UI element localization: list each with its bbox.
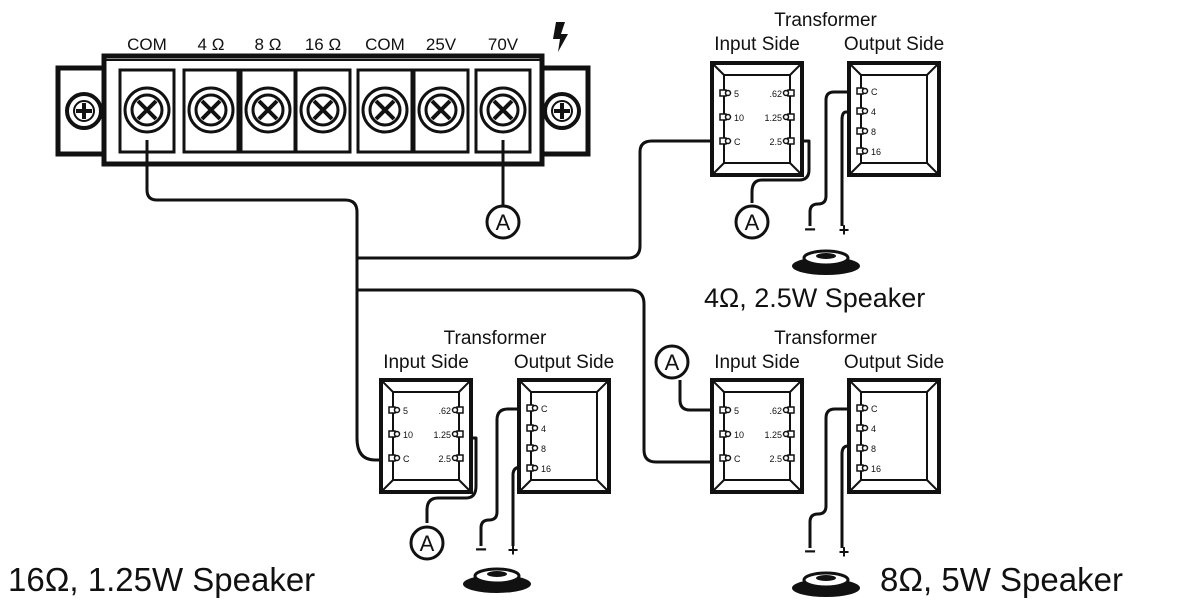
output-tap-label: C bbox=[871, 404, 878, 414]
polarity-plus: + bbox=[839, 542, 850, 562]
output-tap-label: 8 bbox=[871, 127, 876, 137]
br-output-wire-minus bbox=[808, 407, 857, 548]
output-tap-label: 16 bbox=[541, 464, 551, 474]
output-side-label: Output Side bbox=[514, 352, 614, 373]
speaker-icon-2: −+ bbox=[792, 541, 860, 597]
polarity-plus: + bbox=[839, 220, 850, 240]
branch-wire-bottom-right-transformer bbox=[357, 288, 718, 464]
speaker-icon-0: −+ bbox=[792, 219, 860, 275]
terminal-screw-5 bbox=[412, 68, 470, 154]
output-tap-label: 8 bbox=[541, 444, 546, 454]
input-watt-label: 2.5 bbox=[769, 454, 782, 464]
input-watt-label: 1.25 bbox=[764, 113, 782, 123]
output-tap-label: 8 bbox=[871, 444, 876, 454]
transformer-output-box: C 4 8 16 bbox=[517, 378, 611, 494]
terminal-screw-4 bbox=[356, 68, 414, 154]
input-watt-label: .62 bbox=[769, 406, 782, 416]
polarity-plus: + bbox=[508, 540, 519, 560]
input-watt-label: .62 bbox=[769, 89, 782, 99]
input-watt-label: 1.25 bbox=[764, 430, 782, 440]
terminal-screw-3 bbox=[294, 68, 352, 154]
svg-text:A: A bbox=[665, 350, 680, 375]
input-tap-label: 5 bbox=[403, 406, 408, 416]
hazard-lightning-icon bbox=[553, 22, 568, 52]
ammeter-70v: A bbox=[485, 204, 521, 240]
polarity-minus: − bbox=[804, 541, 816, 563]
amplifier-terminal-strip bbox=[55, 53, 591, 167]
input-watt-label: 2.5 bbox=[438, 454, 451, 464]
speaker-caption-top: 4Ω, 2.5W Speaker bbox=[704, 283, 925, 313]
output-tap-label: 4 bbox=[871, 107, 876, 117]
br-input-tap-wire bbox=[678, 380, 718, 412]
transformer-input-box: 5 10C .62 1.25 2.5 bbox=[710, 61, 804, 177]
input-side-label: Input Side bbox=[383, 352, 469, 373]
terminal-label-5: 25V bbox=[426, 35, 457, 54]
transformer-input-box: 5 10C .62 1.25 2.5 bbox=[710, 378, 804, 494]
svg-text:A: A bbox=[496, 210, 511, 235]
speaker-icon-1: −+ bbox=[463, 539, 531, 593]
input-side-label: Input Side bbox=[714, 34, 800, 55]
terminal-screw-6 bbox=[474, 68, 532, 154]
top-input-tap-wire bbox=[750, 139, 811, 203]
transformer-output-box: C 4 8 16 bbox=[847, 378, 941, 494]
output-tap-label: 16 bbox=[871, 147, 881, 157]
polarity-minus: − bbox=[804, 219, 816, 241]
bl-input-tap-wire bbox=[425, 436, 478, 523]
ammeter-bottom-left-transformer: A bbox=[409, 525, 445, 561]
input-side-label: Input Side bbox=[714, 352, 800, 373]
input-watt-label: .62 bbox=[438, 406, 451, 416]
terminal-screw-1 bbox=[182, 68, 240, 154]
input-tap-label: 5 bbox=[734, 406, 739, 416]
transformer-title: Transformer bbox=[444, 328, 547, 349]
terminal-label-6: 70V bbox=[488, 35, 519, 54]
terminal-label-0: COM bbox=[127, 35, 167, 54]
terminal-label-1: 4 Ω bbox=[198, 35, 225, 54]
terminal-label-3: 16 Ω bbox=[305, 35, 341, 54]
terminal-screw-0 bbox=[118, 68, 176, 154]
input-tap-label: 5 bbox=[734, 89, 739, 99]
input-tap-label: 10 bbox=[734, 430, 744, 440]
mounting-screw-left bbox=[65, 92, 103, 130]
svg-text:A: A bbox=[420, 531, 435, 556]
ammeter-top-transformer: A bbox=[734, 204, 770, 240]
speaker-caption-bottom-right: 8Ω, 5W Speaker bbox=[880, 561, 1123, 598]
branch-wire-top-transformer bbox=[357, 139, 718, 260]
polarity-minus: − bbox=[475, 539, 487, 561]
top-output-wire-minus bbox=[808, 90, 857, 226]
speaker-caption-bottom-left: 16Ω, 1.25W Speaker bbox=[8, 561, 315, 598]
output-tap-label: 4 bbox=[871, 424, 876, 434]
input-tap-label: C bbox=[734, 454, 741, 464]
terminal-label-4: COM bbox=[365, 35, 405, 54]
terminal-label-2: 8 Ω bbox=[255, 35, 282, 54]
input-watt-label: 2.5 bbox=[769, 137, 782, 147]
com-trunk-wire bbox=[145, 140, 386, 462]
input-tap-label: C bbox=[403, 454, 410, 464]
output-tap-label: C bbox=[871, 87, 878, 97]
input-tap-label: 10 bbox=[403, 430, 413, 440]
output-tap-label: 16 bbox=[871, 464, 881, 474]
mounting-screw-right bbox=[543, 92, 581, 130]
input-watt-label: 1.25 bbox=[433, 430, 451, 440]
output-tap-label: C bbox=[541, 404, 548, 414]
input-tap-label: C bbox=[734, 137, 741, 147]
ammeter-bottom-right-transformer: A bbox=[654, 344, 690, 380]
transformer-input-box: 5 10C .62 1.25 2.5 bbox=[379, 378, 473, 494]
bl-output-wire-minus bbox=[479, 407, 527, 546]
terminal-screw-2 bbox=[239, 68, 297, 154]
transformer-title: Transformer bbox=[774, 328, 877, 349]
output-tap-label: 4 bbox=[541, 424, 546, 434]
input-tap-label: 10 bbox=[734, 113, 744, 123]
output-side-label: Output Side bbox=[844, 352, 944, 373]
svg-text:A: A bbox=[745, 210, 760, 235]
output-side-label: Output Side bbox=[844, 34, 944, 55]
top-output-wire-plus bbox=[840, 110, 857, 226]
transformer-output-box: C 4 8 16 bbox=[847, 61, 941, 177]
wiring bbox=[145, 90, 857, 548]
transformer-title: Transformer bbox=[774, 10, 877, 31]
